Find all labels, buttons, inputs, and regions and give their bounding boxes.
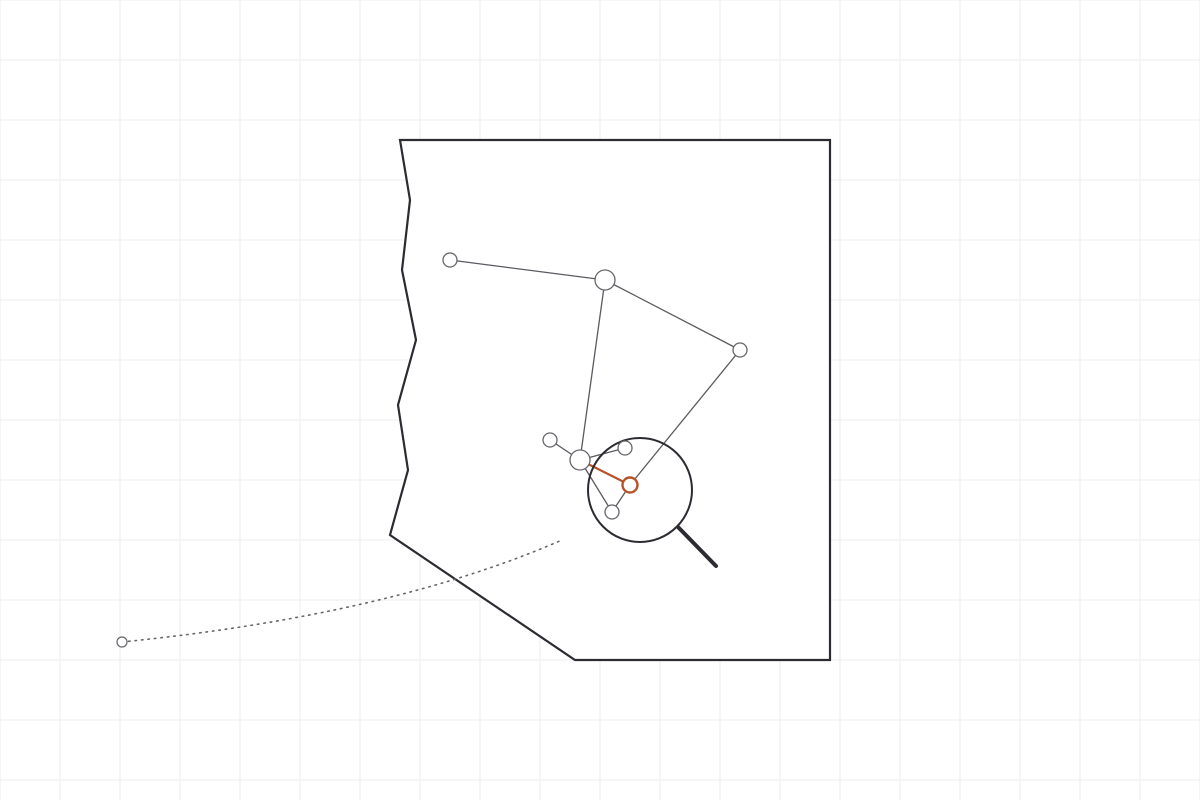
graph-edge [449, 259, 606, 281]
graph-node[interactable] [604, 504, 620, 520]
magnifying-glass-icon[interactable] [587, 437, 718, 568]
map-frame-outline [388, 138, 832, 662]
graph-node[interactable] [594, 269, 616, 291]
magnifier-lens [587, 437, 693, 543]
graph-edge [629, 349, 741, 486]
graph-node[interactable] [569, 449, 591, 471]
graph-edges [449, 259, 741, 513]
graph-node[interactable] [617, 440, 633, 456]
graph-edge [579, 279, 606, 461]
dotted-trail-path [121, 539, 563, 643]
trail-start-node[interactable] [116, 636, 128, 648]
magnifier-handle [676, 525, 718, 568]
graph-nodes [442, 252, 748, 520]
selected-graph-node[interactable] [621, 476, 639, 494]
graph-node[interactable] [732, 342, 748, 358]
graph-edge [604, 279, 741, 351]
graph-node[interactable] [542, 432, 558, 448]
graph-node[interactable] [442, 252, 458, 268]
